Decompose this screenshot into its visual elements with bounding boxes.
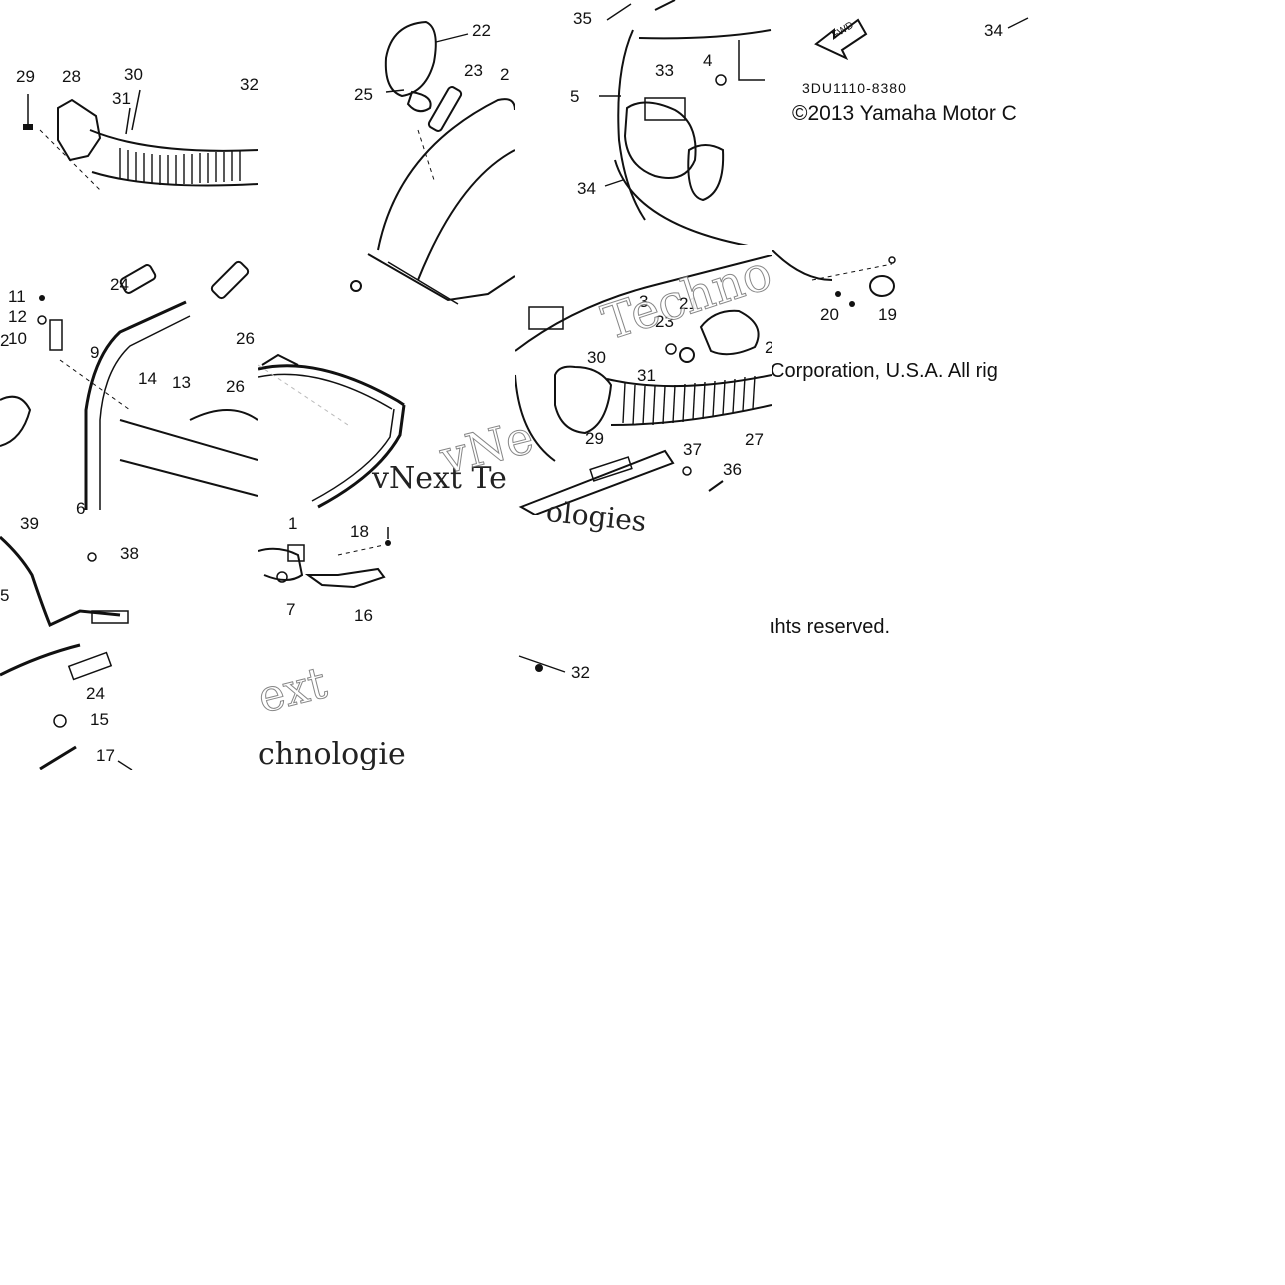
callout-5: 5: [0, 586, 10, 605]
lower-drawing: [258, 527, 391, 589]
callout-36: 36: [723, 460, 742, 479]
cowling-drawing: [599, 0, 772, 245]
callout-32: 32: [240, 75, 258, 94]
copyright-line-2: Corporation, U.S.A. All rig: [772, 360, 998, 382]
diagram-tile-cowling: 35 5 33 4 34: [515, 0, 772, 245]
callout-30: 30: [587, 348, 606, 367]
diagram-tile-grommet: 20 19 Corporation, U.S.A. All rig: [772, 250, 1030, 385]
diagram-tile-bracket: 39 38 5 24 15 17: [0, 515, 258, 770]
duct-drawing: [23, 89, 258, 191]
callout-1: 1: [288, 515, 298, 533]
mirror-fender-drawing: [350, 20, 515, 305]
callout-13: 13: [172, 373, 191, 392]
callout-11: 11: [8, 287, 26, 306]
callout-14: 14: [138, 369, 157, 388]
callout-31: 31: [637, 366, 656, 385]
reference-code: 3DU1110-8380: [802, 80, 907, 96]
callout-5: 5: [570, 87, 580, 106]
diagram-tile-side-duct: 3 23 21 2 30 31 29 37 36 27 25: [515, 255, 772, 515]
callout-7: 7: [286, 600, 296, 619]
callout-37: 37: [683, 440, 702, 459]
callout-20: 20: [820, 305, 839, 324]
callout-22: 22: [472, 21, 491, 40]
copyright-line-3: ιhts reserved.: [770, 616, 891, 638]
callout-19: 19: [878, 305, 897, 324]
callout-4: 4: [703, 51, 713, 70]
diagram-tile-mirror-fender: 22 25 23 2: [258, 0, 515, 320]
diagram-tile-stay: 24 11 12 10 2 9 14 13 26 26 6: [0, 260, 258, 515]
callout-3: 3: [639, 292, 649, 311]
callout-15: 15: [90, 710, 109, 729]
diagram-tile-fastener: 32: [515, 640, 615, 690]
callout-30: 30: [124, 65, 143, 84]
callout-29: 29: [585, 429, 604, 448]
callout-29: 29: [16, 67, 35, 86]
stay-drawing: [0, 260, 258, 510]
watermark-6: chnologie: [258, 737, 406, 770]
callout-23: 23: [464, 61, 483, 80]
callout-27: 27: [745, 430, 764, 449]
callout-24: 24: [86, 684, 105, 703]
diagram-tile-info: FWD 34 3DU1110-8380 ©2013 Yamaha Motor C: [772, 0, 1030, 250]
callout-9: 9: [90, 343, 100, 362]
side-duct-drawing: [515, 255, 772, 515]
callout-16: 16: [354, 606, 373, 625]
callout-2: 2: [0, 331, 10, 350]
callout-35: 35: [573, 9, 592, 28]
watermark-3: vNext Te: [372, 461, 507, 496]
callout-18: 18: [350, 522, 369, 541]
fastener-drawing: [518, 655, 566, 673]
windscreen-drawing: [258, 353, 406, 509]
callout-2: 2: [500, 65, 510, 84]
callout-31: 31: [112, 89, 131, 108]
callout-2: 2: [765, 338, 772, 357]
diagram-tile-lower: 18 1 7 16 ext chnologie: [258, 515, 515, 770]
copyright-line-1: ©2013 Yamaha Motor C: [792, 102, 1017, 125]
callout-32: 32: [571, 663, 590, 682]
fwd-arrow-icon: [814, 17, 1029, 61]
diagram-tile-windscreen: vNext Te: [258, 325, 515, 515]
callout-39: 39: [20, 515, 39, 533]
callout-38: 38: [120, 544, 139, 563]
bracket-drawing: [0, 535, 133, 770]
callout-24: 24: [110, 275, 129, 294]
callout-26: 26: [236, 329, 255, 348]
callout-21: 21: [679, 294, 698, 313]
callout-10: 10: [8, 329, 27, 348]
callout-28: 28: [62, 67, 81, 86]
callout-34: 34: [577, 179, 596, 198]
callout-34: 34: [984, 21, 1003, 40]
callout-25: 25: [354, 85, 373, 104]
callout-12: 12: [8, 307, 27, 326]
callout-33: 33: [655, 61, 674, 80]
callout-26: 26: [226, 377, 245, 396]
diagram-tile-duct-left: 29 28 30 31 32: [0, 60, 258, 255]
grommet-drawing: [772, 250, 896, 307]
callout-23: 23: [655, 312, 674, 331]
callout-6: 6: [76, 499, 86, 515]
callout-17: 17: [96, 746, 115, 765]
